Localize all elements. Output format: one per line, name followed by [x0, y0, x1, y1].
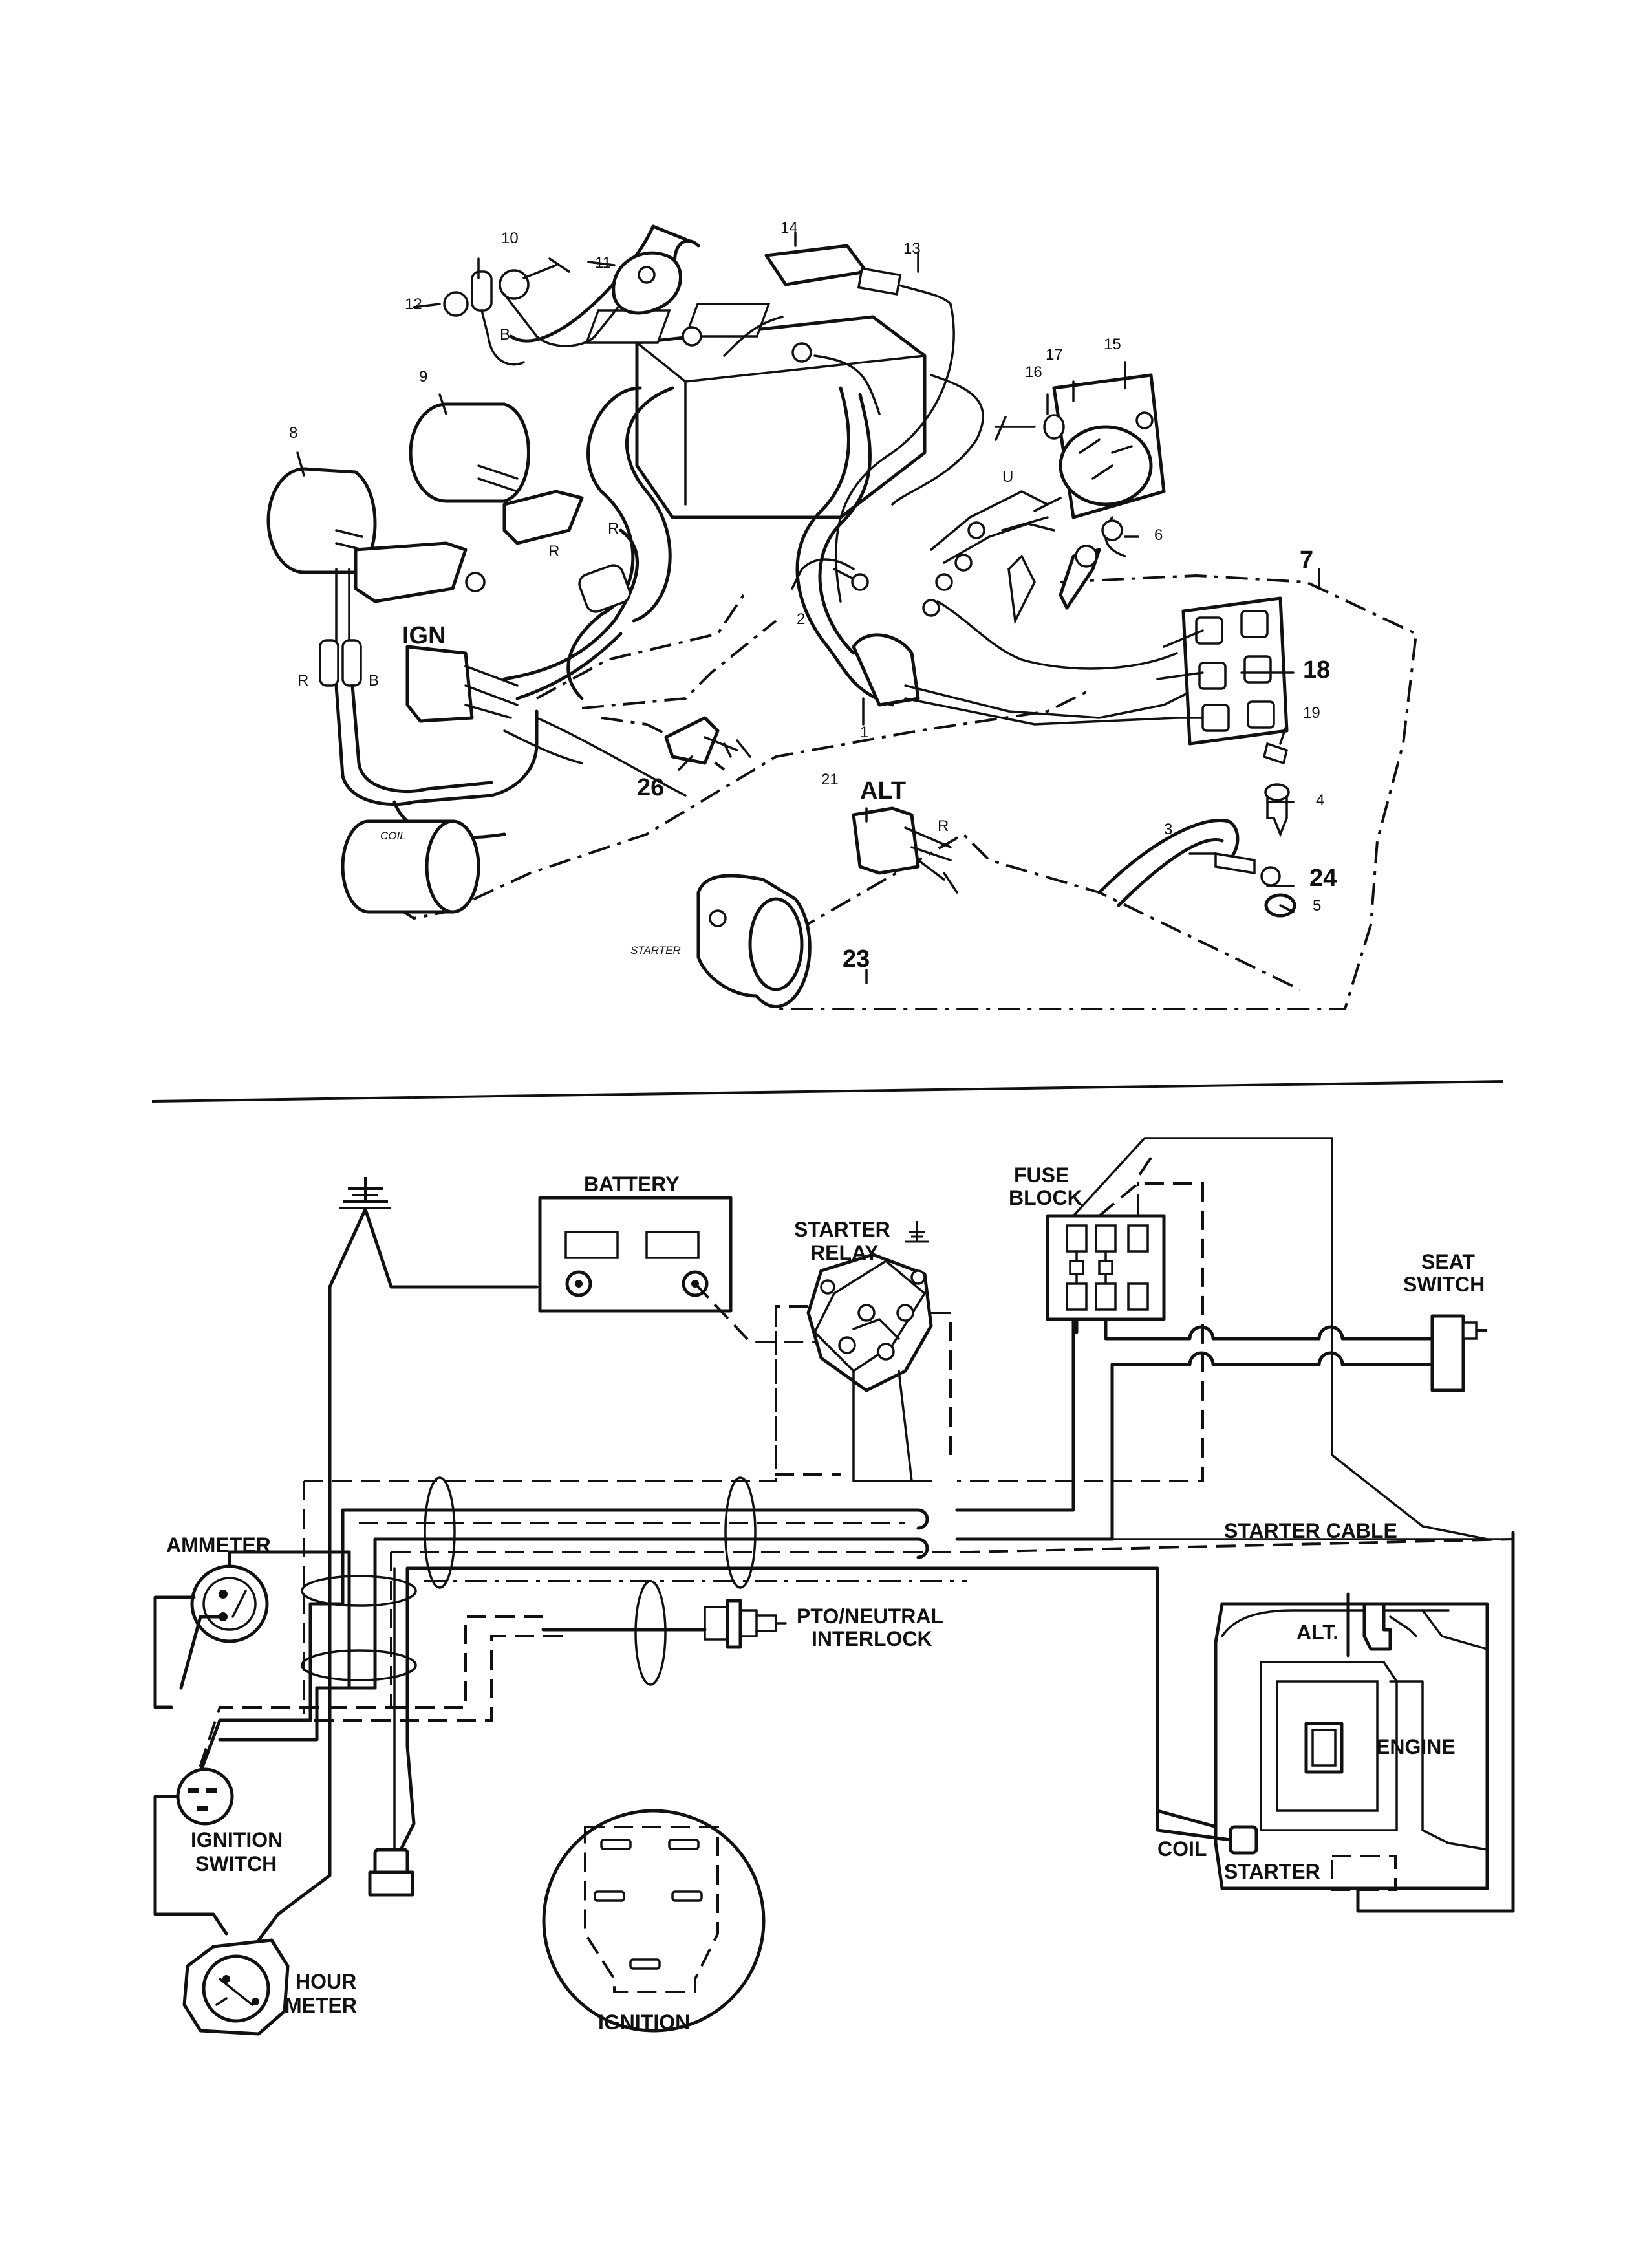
seat-switch-label-2: SWITCH — [1403, 1273, 1485, 1296]
section-divider — [151, 1080, 1504, 1103]
ign-label: IGN — [402, 622, 446, 649]
callout-4: 4 — [1316, 792, 1324, 809]
seat-switch — [1430, 1314, 1487, 1392]
wire-r-4: R — [938, 817, 949, 835]
battery-label: BATTERY — [584, 1172, 680, 1196]
ammeter — [190, 1564, 269, 1643]
callout-24: 24 — [1309, 865, 1337, 892]
starter-exploded — [696, 874, 812, 1009]
ign-switch-exploded — [405, 645, 519, 723]
fuse-block-exploded — [1181, 596, 1289, 746]
starter-relay-schematic — [806, 1253, 933, 1392]
fuse-block-schematic — [1046, 1214, 1166, 1321]
ignition-switch-label-1: IGNITION — [191, 1828, 283, 1852]
callout-6: 6 — [1154, 526, 1163, 544]
alt-label: ALT — [860, 777, 906, 805]
loom-3 — [301, 1575, 417, 1607]
terminal-parts — [443, 251, 682, 366]
fuse-block-label-2: BLOCK — [1009, 1186, 1082, 1209]
wire-b-1: B — [500, 326, 510, 343]
hour-meter — [182, 1938, 290, 2036]
callout-18: 18 — [1303, 656, 1330, 684]
pto-label-1: PTO/NEUTRAL — [797, 1604, 943, 1628]
callout-17: 17 — [1046, 346, 1063, 363]
alt-connector — [852, 806, 958, 894]
callout-5: 5 — [1313, 897, 1321, 914]
callout-14: 14 — [780, 219, 798, 237]
callout-11: 11 — [595, 254, 611, 272]
callout-9: 9 — [419, 368, 427, 385]
callout-2: 2 — [797, 610, 805, 628]
schematic: BATTERY STARTER RELAY — [153, 1137, 1515, 2036]
alt-schematic — [1362, 1602, 1392, 1651]
callout-7: 7 — [1300, 546, 1313, 574]
ignition-label: IGNITION — [598, 2011, 690, 2034]
starter-schematic — [1331, 1855, 1397, 1891]
gauge-8 — [266, 467, 486, 603]
callout-21: 21 — [821, 771, 839, 788]
callout-23: 23 — [843, 945, 870, 973]
engine-label: ENGINE — [1376, 1735, 1456, 1758]
plug-26 — [664, 716, 720, 765]
callout-26: 26 — [637, 774, 664, 801]
ignition-switch — [176, 1767, 234, 1826]
wire-b-2: B — [369, 672, 379, 689]
starter-relay-exploded — [1052, 373, 1166, 519]
callout-8: 8 — [289, 424, 297, 442]
hour-meter-label-1: HOUR — [296, 1970, 356, 1993]
exploded-view: 10 11 12 14 13 15 16 17 9 8 6 7 18 19 4 … — [266, 219, 1418, 1010]
coil-label: COIL — [380, 830, 406, 842]
coil-schematic — [1229, 1825, 1258, 1855]
callout-16: 16 — [1025, 363, 1042, 381]
gauge-9 — [409, 402, 584, 545]
loom-2 — [724, 1476, 757, 1589]
pto-label-2: INTERLOCK — [812, 1627, 932, 1650]
callout-12: 12 — [405, 296, 422, 313]
pto-neutral-interlock — [704, 1599, 787, 1649]
ignition-detail — [542, 1809, 766, 2033]
battery-schematic — [538, 1196, 733, 1313]
ignition-switch-label-2: SWITCH — [195, 1852, 277, 1875]
ground-symbol — [339, 1177, 391, 1209]
callout-15: 15 — [1104, 336, 1121, 353]
loom-5 — [634, 1580, 667, 1686]
relay-ground-symbol — [905, 1221, 929, 1243]
callout-19: 19 — [1303, 704, 1320, 722]
wire-r-1: R — [297, 672, 308, 689]
loom-1 — [424, 1476, 456, 1589]
coil-schematic-label: COIL — [1157, 1837, 1207, 1861]
callout-10: 10 — [501, 230, 519, 247]
alt-schematic-label: ALT. — [1296, 1621, 1339, 1644]
callout-13: 13 — [903, 240, 921, 257]
engine-assembly — [1214, 1602, 1489, 1890]
battery-cover — [764, 244, 868, 286]
wire-r-3: R — [608, 520, 619, 537]
callout-1: 1 — [860, 724, 868, 741]
fuse-block-label-1: FUSE — [1014, 1163, 1069, 1187]
callout-3: 3 — [1164, 821, 1172, 838]
wire-u: U — [1002, 468, 1013, 486]
starter-label: STARTER — [630, 944, 681, 956]
loom-4 — [301, 1649, 417, 1681]
starter-relay-label-1: STARTER — [794, 1218, 890, 1241]
wire-r-2: R — [548, 543, 559, 560]
seat-switch-label-1: SEAT — [1421, 1250, 1475, 1273]
coil-exploded — [341, 819, 480, 914]
hour-meter-label-2: METER — [285, 1994, 357, 2017]
starter-schematic-label: STARTER — [1224, 1860, 1320, 1883]
starter-relay-label-2: RELAY — [810, 1241, 879, 1264]
